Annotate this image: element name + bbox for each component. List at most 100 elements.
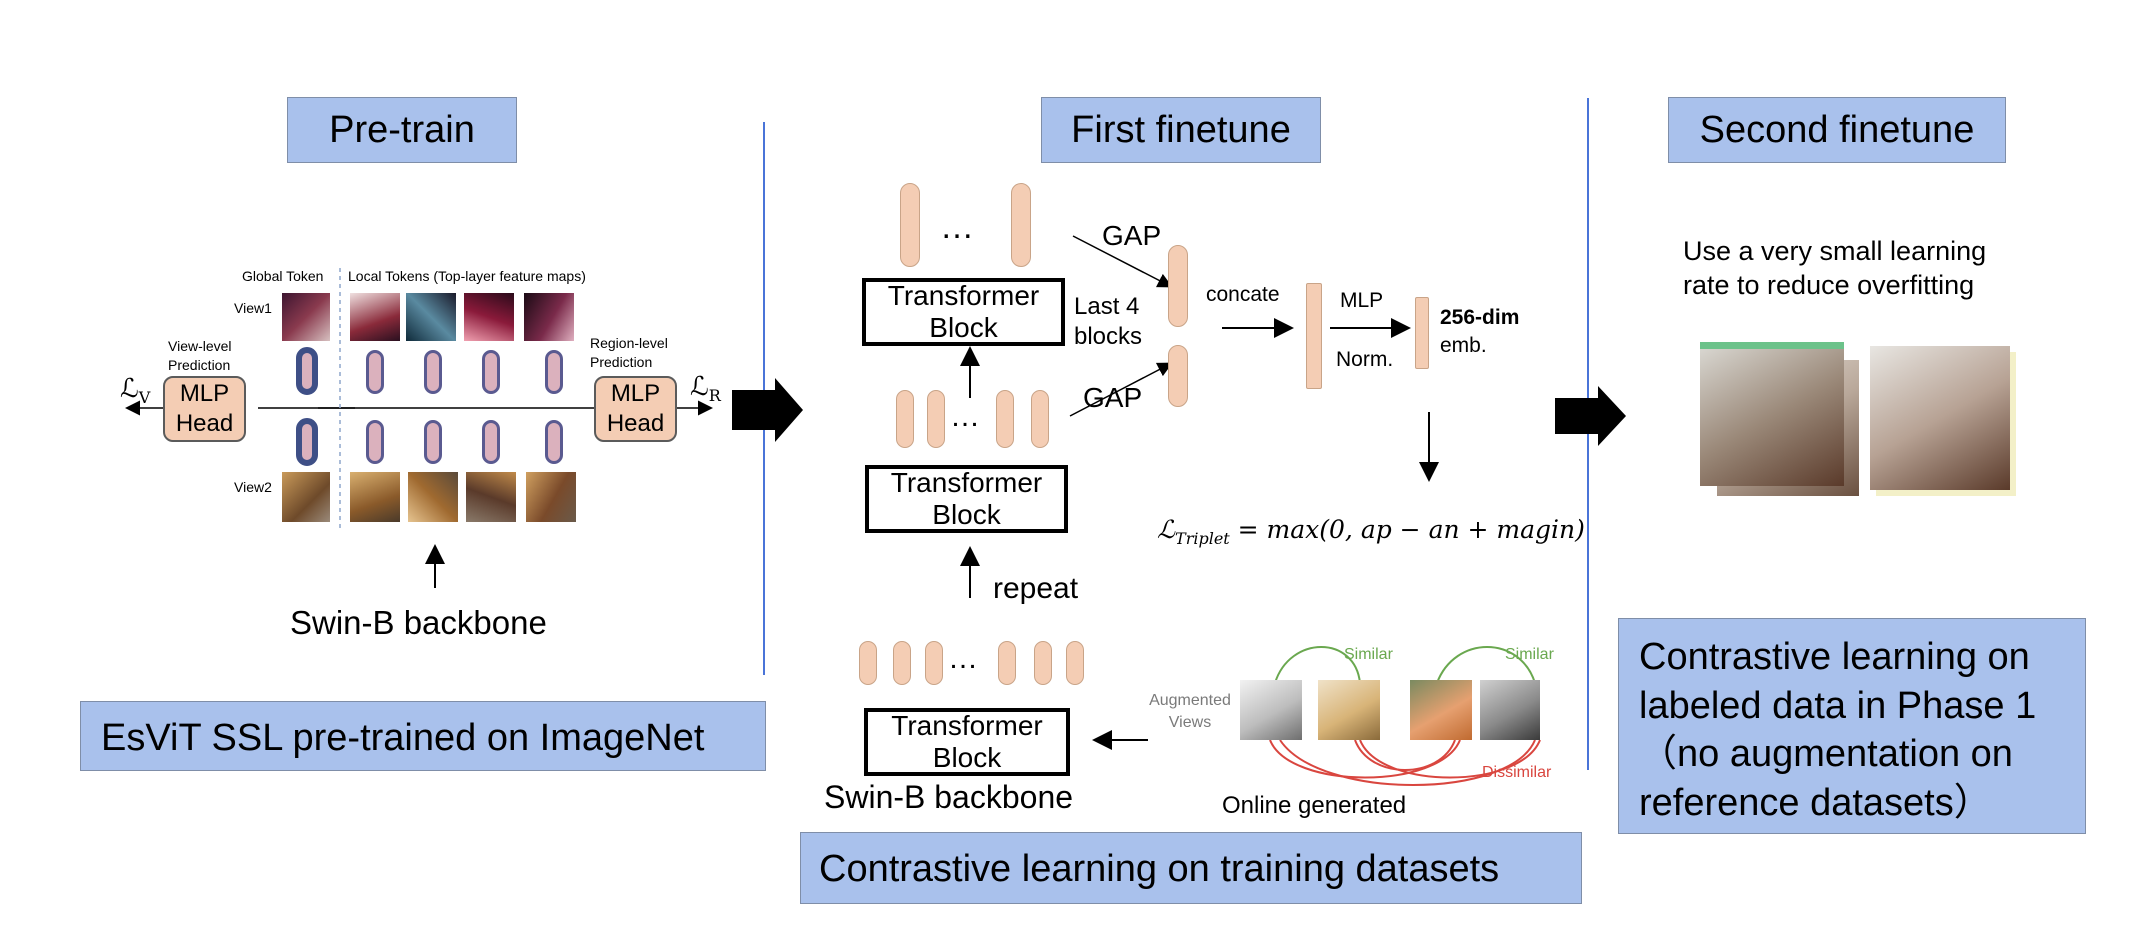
view2-label: View2 [234, 479, 272, 495]
view-prediction-label: Prediction [168, 357, 231, 373]
last4-line1: Last 4 [1074, 293, 1140, 320]
face-image-reference [1870, 346, 2010, 490]
view1-local-image [406, 293, 456, 341]
local-token [424, 420, 442, 464]
concat-vector [1306, 283, 1322, 389]
gap-label-top: GAP [1102, 220, 1162, 251]
first-header: First finetune [1041, 97, 1321, 163]
gap-label-bottom: GAP [1083, 382, 1143, 413]
repeat-label: repeat [993, 572, 1079, 605]
global-token-view1 [296, 347, 318, 395]
second-footer-line2: labeled data in Phase 1 [1639, 684, 2037, 727]
token [925, 641, 943, 685]
second-footer-line3: （no augmentation on [1639, 733, 2013, 776]
mlp-head-line2: Head [175, 410, 234, 437]
norm-label: Norm. [1336, 348, 1394, 371]
second-note-line2: rate to reduce overfitting [1683, 270, 1975, 300]
big-arrow-1 [732, 378, 803, 442]
view1-global-image [282, 293, 330, 341]
token [893, 641, 911, 685]
token [896, 390, 914, 448]
big-arrow-2 [1555, 386, 1626, 446]
view2-local-image [350, 472, 400, 522]
mlp-head-line1: MLP [610, 380, 661, 407]
view2-local-image [408, 472, 458, 522]
tb-line2: Block [932, 742, 1002, 773]
dots: … [948, 642, 978, 675]
second-note-line1: Use a very small learning [1683, 236, 1987, 266]
local-token [424, 350, 442, 394]
local-token [545, 420, 563, 464]
concate-label: concate [1206, 283, 1280, 306]
augmented-label-line1: Augmented [1149, 692, 1231, 709]
pretrain-header: Pre-train [287, 97, 517, 163]
view2-local-image [526, 472, 576, 522]
similar-label-left: Similar [1344, 646, 1393, 663]
tb-line1: Transformer [890, 466, 1043, 498]
face-image-augmented [1700, 342, 1844, 486]
token [998, 641, 1016, 685]
region-level-label: Region-level [590, 335, 668, 351]
puppy-color-image [1318, 680, 1380, 740]
view-mlp-head: MLP Head [163, 376, 246, 442]
region-prediction-label: Prediction [590, 354, 653, 370]
kitten-color-image [1410, 680, 1472, 740]
token [900, 183, 920, 267]
gap-token [1168, 245, 1188, 327]
tb-line2: Block [932, 499, 1001, 530]
local-tokens-label: Local Tokens (Top-layer feature maps) [348, 268, 586, 284]
second-footer-line4: reference datasets） [1639, 781, 1992, 824]
pretrain-footer: EsViT SSL pre-trained on ImageNet [80, 701, 766, 771]
view2-global-image [282, 472, 330, 522]
online-generated-label: Online generated [1222, 792, 1407, 819]
embedding-vector [1415, 297, 1429, 369]
tb-line1: Transformer [887, 279, 1040, 311]
token [1031, 390, 1049, 448]
gap-token [1168, 345, 1188, 407]
first-backbone-label: Swin-B backbone [824, 779, 1074, 815]
triplet-loss-formula: ℒTriplet = max(0, ap − an + magin) [1157, 515, 1585, 548]
token [1034, 641, 1052, 685]
token [859, 641, 877, 685]
local-token [545, 350, 563, 394]
transformer-block-top: Transformer Block [862, 278, 1065, 346]
dots: … [950, 400, 980, 433]
local-token [482, 350, 500, 394]
second-footer-line1: Contrastive learning on [1639, 636, 2030, 678]
token [1011, 183, 1031, 267]
view1-local-image [350, 293, 400, 341]
global-token-label: Global Token [242, 268, 324, 284]
global-token-view2 [296, 418, 318, 466]
token [1066, 641, 1084, 685]
dots: … [940, 208, 974, 246]
tb-line1: Transformer [891, 709, 1043, 741]
mlp-head-line1: MLP [179, 380, 230, 407]
first-footer: Contrastive learning on training dataset… [800, 832, 1582, 904]
mlp-head-line2: Head [606, 410, 665, 437]
augmented-label-line2: Views [1168, 714, 1212, 731]
view-level-label: View-level [168, 338, 232, 354]
kitten-gray-image [1480, 680, 1540, 740]
last4-line2: blocks [1074, 323, 1143, 350]
loss-v: ℒV [120, 374, 151, 408]
transformer-block-middle: Transformer Block [865, 465, 1068, 533]
transformer-block-bottom: Transformer Block [864, 708, 1070, 776]
view1-local-image [524, 293, 574, 341]
local-token [366, 350, 384, 394]
loss-r: ℒR [690, 372, 721, 406]
view1-local-image [464, 293, 514, 341]
pretrain-backbone-label: Swin-B backbone [290, 604, 547, 641]
dissimilar-label: Dissimilar [1482, 764, 1552, 781]
emb-label: emb. [1440, 334, 1487, 357]
similar-label-right: Similar [1505, 646, 1554, 663]
view2-local-image [466, 472, 516, 522]
token [927, 390, 945, 448]
region-mlp-head: MLP Head [594, 376, 677, 442]
tb-line2: Block [929, 312, 998, 343]
local-token [482, 420, 500, 464]
second-footer: Contrastive learning on labeled data in … [1618, 618, 2086, 834]
view1-label: View1 [234, 300, 272, 316]
mlp-label: MLP [1340, 289, 1384, 312]
second-header: Second finetune [1668, 97, 2006, 163]
